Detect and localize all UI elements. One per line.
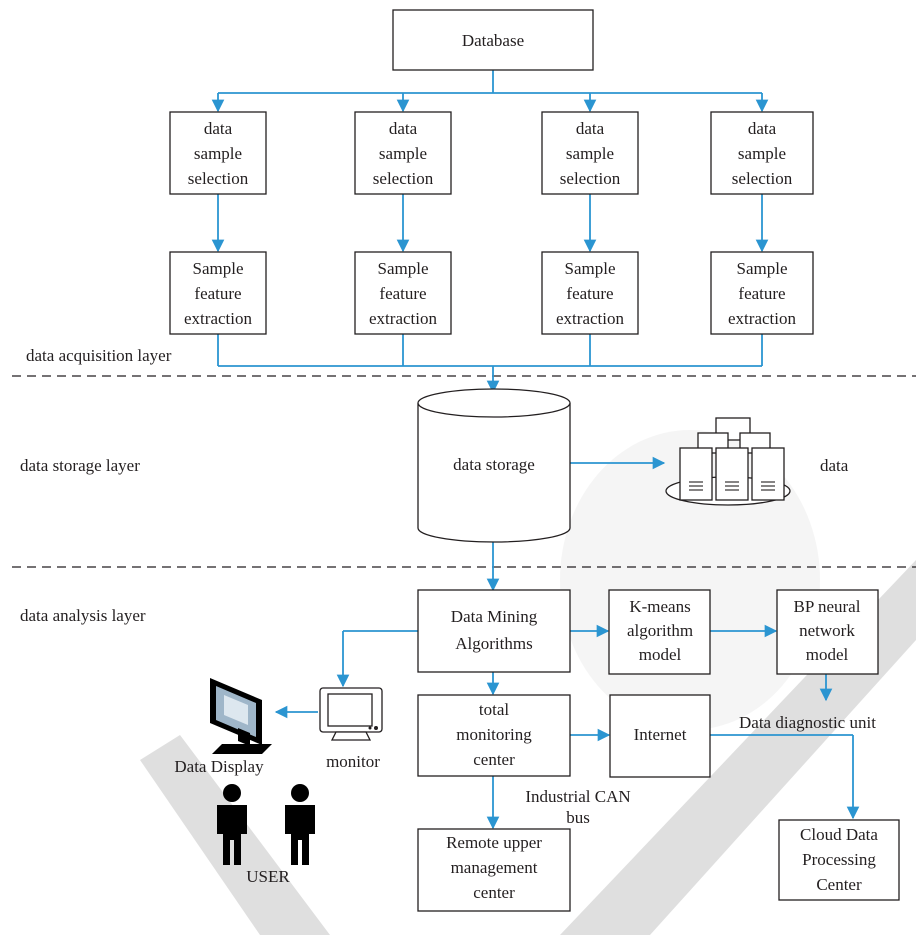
- monitor-icon: [319, 687, 383, 741]
- user-icon: [285, 784, 315, 865]
- branch-column-4: data sample selection Sample feature ext…: [710, 111, 814, 335]
- internet-node: Internet: [609, 694, 711, 778]
- selection-line: sample: [738, 144, 786, 163]
- user-label: USER: [246, 867, 290, 886]
- data-storage-cylinder: data storage: [417, 388, 571, 543]
- acquisition-connectors: [211, 70, 769, 394]
- branch-column-1: data sample selection Sample feature ext…: [169, 111, 267, 335]
- bp-line: model: [806, 645, 849, 664]
- extraction-box: [541, 251, 639, 335]
- selection-line: data: [389, 119, 418, 138]
- bp-line: network: [799, 621, 855, 640]
- extraction-line: feature: [738, 284, 785, 303]
- extraction-line: Sample: [378, 259, 429, 278]
- storage-layer-label: data storage layer: [20, 456, 140, 475]
- database-label: Database: [462, 31, 524, 50]
- extraction-box: [710, 251, 814, 335]
- mining-line: Algorithms: [455, 634, 532, 653]
- can-bus-line: Industrial CAN: [525, 787, 630, 806]
- display-label: Data Display: [174, 757, 264, 776]
- remote-line: center: [473, 883, 515, 902]
- selection-line: selection: [188, 169, 249, 188]
- monitor-label: monitor: [326, 752, 380, 771]
- internet-label: Internet: [634, 725, 687, 744]
- selection-line: sample: [566, 144, 614, 163]
- extraction-line: feature: [194, 284, 241, 303]
- bp-line: BP neural: [794, 597, 861, 616]
- selection-box: [541, 111, 639, 195]
- selection-line: data: [576, 119, 605, 138]
- selection-line: selection: [732, 169, 793, 188]
- extraction-line: Sample: [193, 259, 244, 278]
- selection-line: selection: [373, 169, 434, 188]
- mining-line: Data Mining: [451, 607, 538, 626]
- acquisition-layer-label: data acquisition layer: [26, 346, 172, 365]
- branch-column-2: data sample selection Sample feature ext…: [354, 111, 452, 335]
- remote-line: Remote upper: [446, 833, 542, 852]
- extraction-box: [354, 251, 452, 335]
- display-icon: [210, 678, 272, 754]
- diagnostic-label: Data diagnostic unit: [739, 713, 876, 732]
- cloud-line: Cloud Data: [800, 825, 878, 844]
- data-mining-node: Data Mining Algorithms: [417, 589, 571, 673]
- selection-line: selection: [560, 169, 621, 188]
- kmeans-node: K-means algorithm model: [608, 589, 711, 675]
- selection-box: [354, 111, 452, 195]
- cloud-line: Processing: [802, 850, 876, 869]
- selection-box: [169, 111, 267, 195]
- server-cluster-icon: [665, 417, 791, 506]
- selection-box: [710, 111, 814, 195]
- selection-line: data: [748, 119, 777, 138]
- extraction-line: extraction: [556, 309, 624, 328]
- monitoring-center-node: total monitoring center: [417, 694, 571, 777]
- can-bus-line: bus: [566, 808, 590, 827]
- analysis-connectors: [274, 456, 860, 830]
- cloud-center-node: Cloud Data Processing Center: [778, 819, 900, 901]
- cloud-line: Center: [816, 875, 862, 894]
- analysis-layer-label: data analysis layer: [20, 606, 146, 625]
- monitoring-line: monitoring: [456, 725, 532, 744]
- extraction-line: extraction: [728, 309, 796, 328]
- monitoring-line: center: [473, 750, 515, 769]
- selection-line: data: [204, 119, 233, 138]
- remote-line: management: [451, 858, 538, 877]
- extraction-line: Sample: [737, 259, 788, 278]
- extraction-line: Sample: [565, 259, 616, 278]
- bp-network-node: BP neural network model: [776, 589, 879, 675]
- monitoring-line: total: [479, 700, 509, 719]
- database-node: Database: [392, 9, 594, 71]
- kmeans-line: K-means: [629, 597, 690, 616]
- data-storage-label: data storage: [453, 455, 535, 474]
- extraction-line: extraction: [184, 309, 252, 328]
- remote-center-node: Remote upper management center: [417, 828, 571, 912]
- extraction-line: extraction: [369, 309, 437, 328]
- selection-line: sample: [379, 144, 427, 163]
- servers-label: data: [820, 456, 849, 475]
- kmeans-line: model: [639, 645, 682, 664]
- extraction-line: feature: [566, 284, 613, 303]
- extraction-line: feature: [379, 284, 426, 303]
- branch-column-3: data sample selection Sample feature ext…: [541, 111, 639, 335]
- user-icon: [217, 784, 247, 865]
- selection-line: sample: [194, 144, 242, 163]
- extraction-box: [169, 251, 267, 335]
- kmeans-line: algorithm: [627, 621, 693, 640]
